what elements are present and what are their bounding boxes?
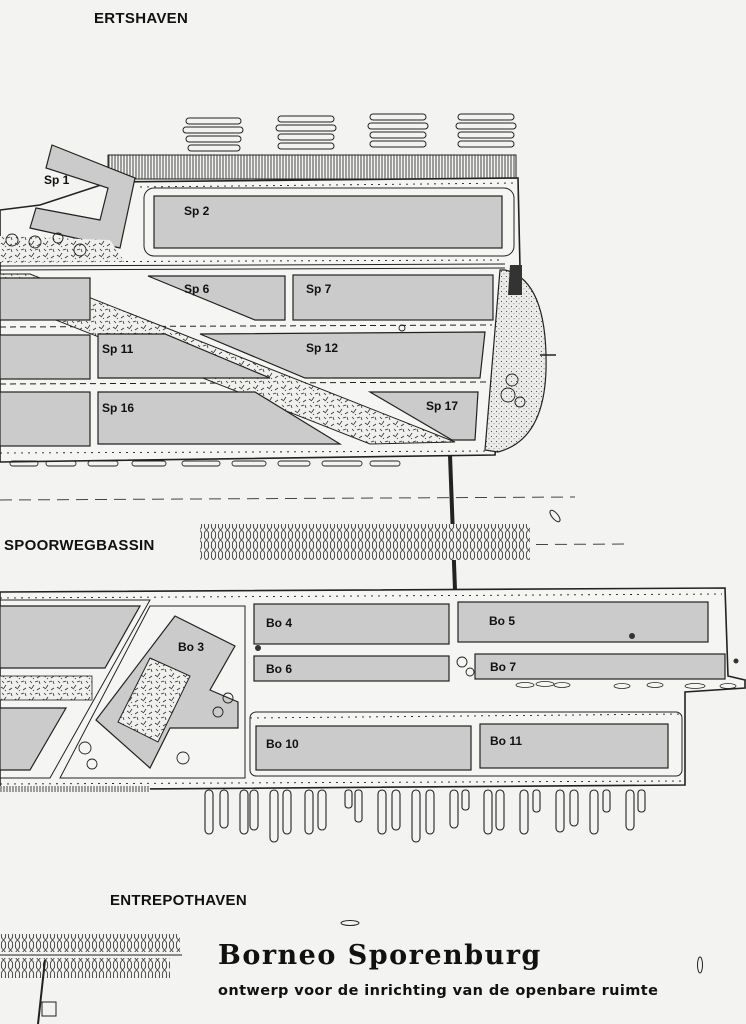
plan-subtitle: ontwerp voor de inrichting van de openba… (218, 983, 659, 999)
block-sp7 (292, 274, 494, 321)
block-sp6 (147, 275, 286, 321)
block-west-c (0, 391, 91, 447)
label-block-sp6: Sp 6 (184, 282, 210, 296)
block-sp12 (199, 331, 486, 379)
block-bo7 (474, 653, 726, 680)
block-sp1 (29, 144, 136, 249)
piers-south (204, 789, 646, 843)
block-bo5 (457, 601, 709, 643)
label-block-sp17: Sp 17 (426, 399, 459, 413)
label-block-sp1: Sp 1 (44, 173, 70, 187)
block-west-a (0, 277, 91, 321)
moored-boats-south-edge (9, 460, 401, 467)
label-block-bo5: Bo 5 (489, 614, 516, 628)
label-block-bo10: Bo 10 (266, 737, 299, 751)
label-block-sp2: Sp 2 (184, 204, 210, 218)
block-sp16 (97, 391, 343, 445)
block-sp2 (153, 195, 503, 249)
block-west-e (0, 707, 68, 771)
label-ertshaven: ERTSHAVEN (94, 10, 189, 27)
label-block-bo3: Bo 3 (178, 640, 205, 654)
tree-clusters-north (5, 232, 526, 408)
sporenburg-peninsula (0, 113, 556, 467)
moored-boats-north (182, 113, 517, 152)
label-entrepothaven: ENTREPOTHAVEN (110, 892, 247, 909)
label-block-bo4: Bo 4 (266, 616, 293, 630)
plan-title: Borneo Sporenburg (218, 940, 542, 971)
block-bo11 (479, 723, 669, 769)
boat-moorings-basin (200, 524, 530, 560)
label-block-sp16: Sp 16 (102, 401, 135, 415)
block-west-d (0, 605, 142, 669)
label-block-sp11: Sp 11 (102, 342, 134, 356)
label-block-bo6: Bo 6 (266, 662, 293, 676)
borneo-peninsula (0, 587, 746, 791)
block-west-b (0, 334, 91, 380)
quay-hatch-north (107, 154, 517, 180)
block-sp11 (97, 333, 271, 379)
diagonal-park-strip (0, 273, 456, 445)
label-spoorwegbassin: SPOORWEGBASSIN (4, 537, 155, 554)
block-bo6 (253, 655, 450, 682)
bo3-courtyard (117, 657, 191, 743)
block-bo10 (255, 725, 472, 771)
label-block-bo7: Bo 7 (490, 660, 517, 674)
block-bo4 (253, 603, 450, 645)
spoorwegbassin-water (0, 454, 626, 591)
sporenburg-east-head (484, 269, 547, 453)
label-block-sp12: Sp 12 (306, 341, 339, 355)
block-sp17 (367, 391, 479, 441)
moored-boats-borneo-east (515, 681, 737, 689)
bridge (448, 454, 457, 591)
moored-boats-entrepot (0, 920, 703, 1024)
label-block-sp7: Sp 7 (306, 282, 332, 296)
label-block-bo11: Bo 11 (490, 734, 523, 748)
